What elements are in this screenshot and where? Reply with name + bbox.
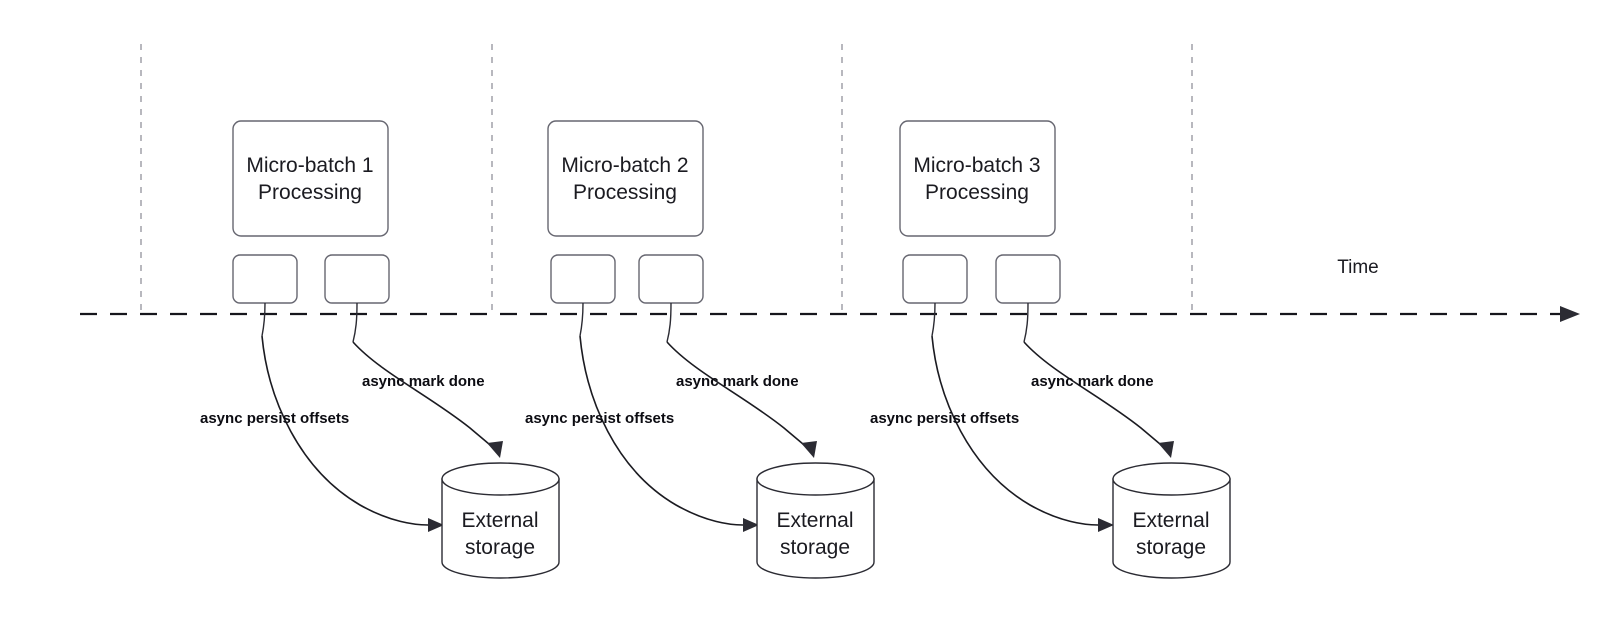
external-storage-2-label-line2: storage [780, 536, 850, 559]
external-storage-2-label-line1: External [776, 509, 853, 532]
guide-lines [140, 44, 1193, 316]
external-storage-cylinder-1[interactable]: External storage [441, 462, 560, 579]
async-mark-done-label-1: async mark done [362, 373, 485, 390]
timeline-arrow-head [1560, 306, 1580, 322]
task-box-1b[interactable] [324, 254, 390, 304]
async-mark-done-arrowhead-2 [801, 441, 817, 458]
external-storage-1-label-line1: External [461, 509, 538, 532]
micro-batch-1-box[interactable] [232, 120, 389, 237]
async-mark-done-label-3: async mark done [1031, 373, 1154, 390]
micro-batch-2-label-line2: Processing [573, 181, 677, 204]
time-axis-label: Time [1337, 257, 1379, 278]
task-box-2b[interactable] [638, 254, 704, 304]
async-mark-done-arrow-2 [666, 341, 809, 450]
task-2a-connector [579, 302, 584, 337]
task-box-3a[interactable] [902, 254, 968, 304]
async-mark-done-label-2: async mark done [676, 373, 799, 390]
timeline-axis: Time [80, 257, 1580, 322]
external-storage-cylinder-2[interactable]: External storage [756, 462, 875, 579]
async-persist-offsets-label-1: async persist offsets [200, 410, 349, 427]
external-storage-3-label-line2: storage [1136, 536, 1206, 559]
task-3a-connector [931, 302, 936, 337]
external-storage-cylinder-3[interactable]: External storage [1112, 462, 1231, 579]
micro-batch-2-box[interactable] [547, 120, 704, 237]
micro-batch-1-label-line2: Processing [258, 181, 362, 204]
task-box-2a[interactable] [550, 254, 616, 304]
async-persist-offsets-label-2: async persist offsets [525, 410, 674, 427]
async-mark-done-arrow-3 [1023, 341, 1166, 450]
async-persist-offsets-arrow-2 [579, 335, 744, 526]
task-2b-connector [666, 302, 672, 343]
micro-batch-3-label-line2: Processing [925, 181, 1029, 204]
task-1a-connector [261, 302, 266, 337]
micro-batch-1-label-line1: Micro-batch 1 [246, 154, 373, 177]
async-persist-offsets-arrowhead-3 [1098, 518, 1114, 532]
micro-batch-3-label-line1: Micro-batch 3 [913, 154, 1040, 177]
micro-batch-2-label-line1: Micro-batch 2 [561, 154, 688, 177]
task-3b-connector [1023, 302, 1029, 343]
async-persist-offsets-arrowhead-1 [428, 518, 444, 532]
micro-batch-group-3: Micro-batch 3 Processing async persist o… [870, 120, 1231, 579]
external-storage-1-label-line2: storage [465, 536, 535, 559]
task-1b-connector [352, 302, 358, 343]
task-box-1a[interactable] [232, 254, 298, 304]
micro-batch-3-box[interactable] [899, 120, 1056, 237]
micro-batch-group-2: Micro-batch 2 Processing async persist o… [525, 120, 875, 579]
async-mark-done-arrowhead-3 [1158, 441, 1174, 458]
async-mark-done-arrow-1 [352, 341, 495, 450]
external-storage-3-label-line1: External [1132, 509, 1209, 532]
async-persist-offsets-label-3: async persist offsets [870, 410, 1019, 427]
async-mark-done-arrowhead-1 [487, 441, 503, 458]
async-persist-offsets-arrowhead-2 [743, 518, 759, 532]
task-box-3b[interactable] [995, 254, 1061, 304]
micro-batch-group-1: Micro-batch 1 Processing async persist o… [200, 120, 560, 579]
async-persist-offsets-arrow-3 [931, 335, 1099, 526]
async-persist-offsets-arrow-1 [261, 335, 429, 526]
